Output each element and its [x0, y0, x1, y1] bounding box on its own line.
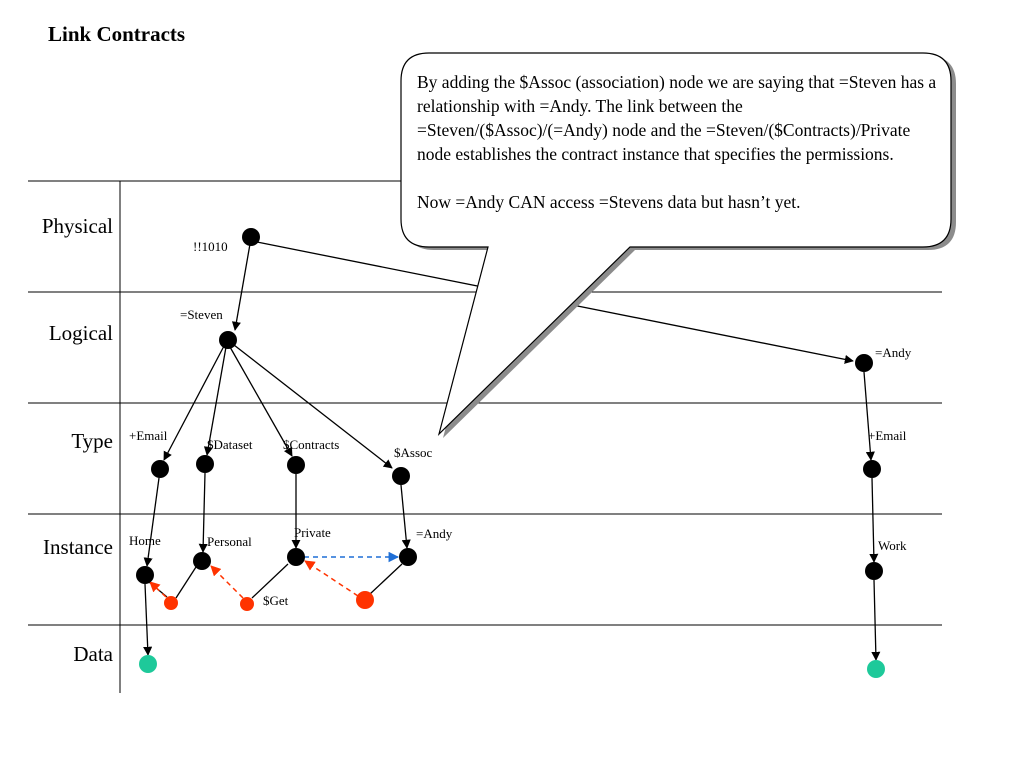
node-personal [193, 552, 211, 570]
node-label-physical: !!1010 [193, 239, 228, 254]
contract-node-home [164, 596, 178, 610]
node-label-andy-instance: =Andy [416, 526, 453, 541]
node-physical [242, 228, 260, 246]
node-contracts-type [287, 456, 305, 474]
edge-andy-contract [369, 563, 403, 595]
node-andy-email-type [863, 460, 881, 478]
contract-link-private [304, 560, 359, 597]
callout-body [400, 52, 952, 436]
contract-node-assoc [356, 591, 374, 609]
node-label-steven: =Steven [180, 307, 223, 322]
edge-steven-assoc [233, 344, 393, 469]
edge-private-get [251, 563, 289, 599]
node-dataset-type [196, 455, 214, 473]
edge-steven-email [163, 345, 225, 461]
callout-text: By adding the $Assoc (association) node … [417, 70, 937, 214]
slide-title: Link Contracts [48, 22, 186, 46]
node-label-private: Private [294, 525, 331, 540]
edge-home-data [143, 583, 153, 656]
node-label-work: Work [878, 538, 907, 553]
node-label-andy-email-type: +Email [868, 428, 907, 443]
data-node-andy [867, 660, 885, 678]
node-label-email-type: +Email [129, 428, 168, 443]
node-label-home: Home [129, 533, 161, 548]
contract-node-get [240, 597, 254, 611]
node-work [865, 562, 883, 580]
hierarchy-edges [143, 241, 881, 661]
node-assoc-type [392, 467, 410, 485]
edge-steven-dataset [203, 346, 227, 456]
node-label-get: $Get [263, 593, 289, 608]
node-label-contracts-type: $Contracts [283, 437, 340, 452]
node-label-assoc-type: $Assoc [394, 445, 433, 460]
data-node-steven [139, 655, 157, 673]
callout-bubble [400, 52, 956, 438]
node-label-personal: Personal [207, 534, 252, 549]
layer-label-physical: Physical [41, 214, 113, 238]
callout-paragraph-1: By adding the $Assoc (association) node … [417, 72, 937, 164]
edge-steven-contracts [229, 346, 293, 457]
node-steven [219, 331, 237, 349]
edge-work-data [871, 579, 881, 661]
node-label-dataset-type: $Dataset [207, 437, 253, 452]
contract-link-personal [210, 565, 244, 599]
edge-personal-get [175, 566, 197, 599]
node-private [287, 548, 305, 566]
node-email-type [151, 460, 169, 478]
contract-link-home [149, 581, 167, 598]
layer-label-type: Type [71, 429, 113, 453]
layer-label-instance: Instance [43, 535, 113, 559]
callout-paragraph-2: Now =Andy CAN access =Stevens data but h… [417, 192, 801, 212]
nodes [136, 228, 885, 678]
node-label-andy-logical: =Andy [875, 345, 912, 360]
layer-label-logical: Logical [48, 321, 113, 345]
edge-physical-steven [231, 243, 251, 331]
edge-email-home [143, 477, 160, 567]
edge-dataset-personal [198, 472, 208, 553]
layer-label-data: Data [73, 642, 113, 666]
node-andy-instance [399, 548, 417, 566]
edge-assoc-andy [400, 484, 411, 549]
edge-andy-email [863, 371, 875, 461]
contract-links [149, 551, 400, 599]
edge-andy-email-work [869, 477, 879, 563]
node-andy-logical [855, 354, 873, 372]
node-home [136, 566, 154, 584]
